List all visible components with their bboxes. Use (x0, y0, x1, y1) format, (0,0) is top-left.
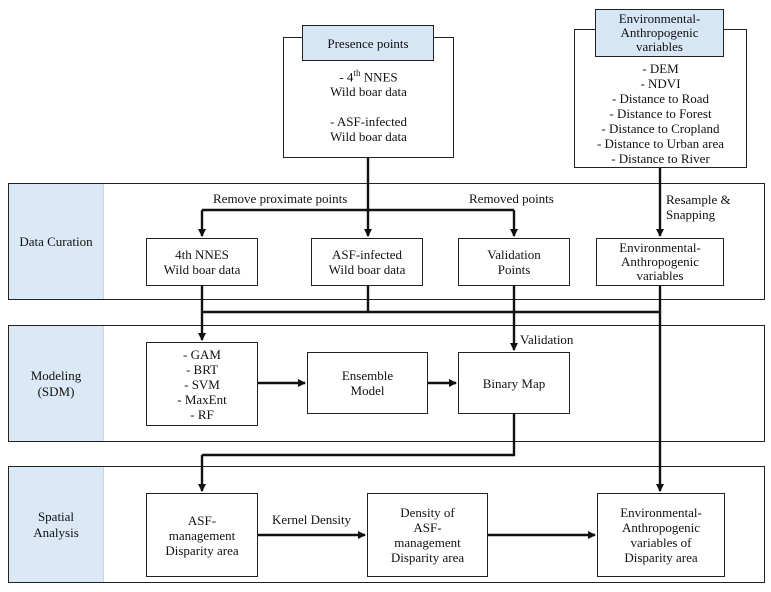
env-header-line: Environmental- (618, 11, 701, 26)
resample-label: Resample & Snapping (666, 192, 731, 222)
modeling-stage-label: Modeling (SDM) (9, 326, 104, 441)
env-variable-item: - Distance to Forest (609, 106, 712, 121)
model-item: - SVM (184, 376, 220, 392)
env-curation-box: Environmental- Anthropogenic variables (596, 238, 724, 286)
validation-points-box: Validation Points (458, 238, 570, 286)
box-line: ASF- (413, 520, 442, 535)
env-variable-item: - Distance to Urban area (596, 136, 725, 151)
stage-label-line: Analysis (33, 524, 79, 540)
box-line: Disparity area (390, 550, 465, 565)
validation-label: Validation (520, 332, 574, 347)
env-variables-header: Environmental- Anthropogenic variables (595, 9, 724, 57)
sdm-models-box: - GAM - BRT - SVM - MaxEnt - RF (146, 342, 258, 426)
env-variable-item: - Distance to Road (611, 91, 710, 106)
presence-item: - ASF-infected (330, 114, 407, 130)
presence-points-header: Presence points (302, 25, 434, 61)
binary-map-box: Binary Map (458, 352, 570, 414)
box-line: Ensemble (341, 368, 394, 383)
box-line: Wild boar data (328, 262, 406, 277)
asf-infected-box: ASF-infected Wild boar data (311, 238, 423, 286)
remove-proximate-label: Remove proximate points (213, 191, 348, 206)
stage-label-line: Modeling (30, 367, 82, 383)
box-line: Disparity area (165, 542, 239, 558)
box-line: Validation (487, 247, 541, 262)
box-line: Anthropogenic (621, 254, 699, 269)
box-line: Environmental- (619, 240, 701, 255)
density-disparity-box: Density of ASF- management Disparity are… (367, 493, 488, 577)
kernel-density-label: Kernel Density (272, 512, 352, 527)
model-item: - MaxEnt (177, 391, 227, 407)
box-line: Anthropogenic (622, 520, 700, 535)
presence-item: - 4th NNES (339, 68, 398, 85)
box-line: Disparity area (624, 550, 698, 565)
ensemble-model-box: Ensemble Model (307, 352, 428, 414)
box-line: variables (636, 268, 684, 283)
box-line: ASF-infected (331, 247, 403, 262)
presence-item: Wild boar data (330, 129, 407, 145)
box-line: ASF- (187, 512, 217, 528)
presence-item: Wild boar data (330, 84, 407, 100)
box-line: management (394, 535, 461, 550)
box-line: Wild boar data (163, 262, 241, 277)
box-line: Points (497, 262, 531, 277)
env-header-line: Anthropogenic (620, 25, 699, 40)
env-header-line: variables (636, 39, 683, 54)
nnes-wild-boar-box: 4th NNES Wild boar data (146, 238, 258, 286)
removed-points-label: Removed points (469, 191, 554, 206)
presence-header-text: Presence points (327, 35, 409, 51)
resample-line: Resample & (666, 192, 731, 207)
box-line: 4th NNES (175, 247, 229, 262)
env-variable-item: - DEM (642, 61, 679, 76)
spatial-analysis-stage-label: Spatial Analysis (9, 467, 104, 582)
box-line: Model (350, 383, 385, 398)
model-item: - RF (190, 406, 214, 422)
stage-label-line: (SDM) (37, 383, 75, 399)
resample-line: Snapping (666, 207, 716, 222)
data-curation-stage-label: Data Curation (9, 184, 104, 299)
env-disparity-box: Environmental- Anthropogenic variables o… (597, 493, 725, 577)
box-line: Binary Map (482, 375, 546, 391)
stage-label-line: Spatial (37, 508, 75, 524)
env-variable-item: - Distance to Cropland (601, 121, 720, 136)
env-variable-item: - NDVI (640, 76, 681, 91)
box-line: Environmental- (620, 505, 702, 520)
model-item: - BRT (185, 361, 219, 377)
box-line: management (168, 527, 236, 543)
stage-label-line: Data Curation (19, 233, 93, 249)
asf-management-disparity-box: ASF- management Disparity area (146, 493, 258, 577)
box-line: variables of (630, 535, 692, 550)
box-line: Density of (400, 505, 455, 520)
model-item: - GAM (183, 346, 221, 362)
env-variable-item: - Distance to River (611, 151, 710, 166)
